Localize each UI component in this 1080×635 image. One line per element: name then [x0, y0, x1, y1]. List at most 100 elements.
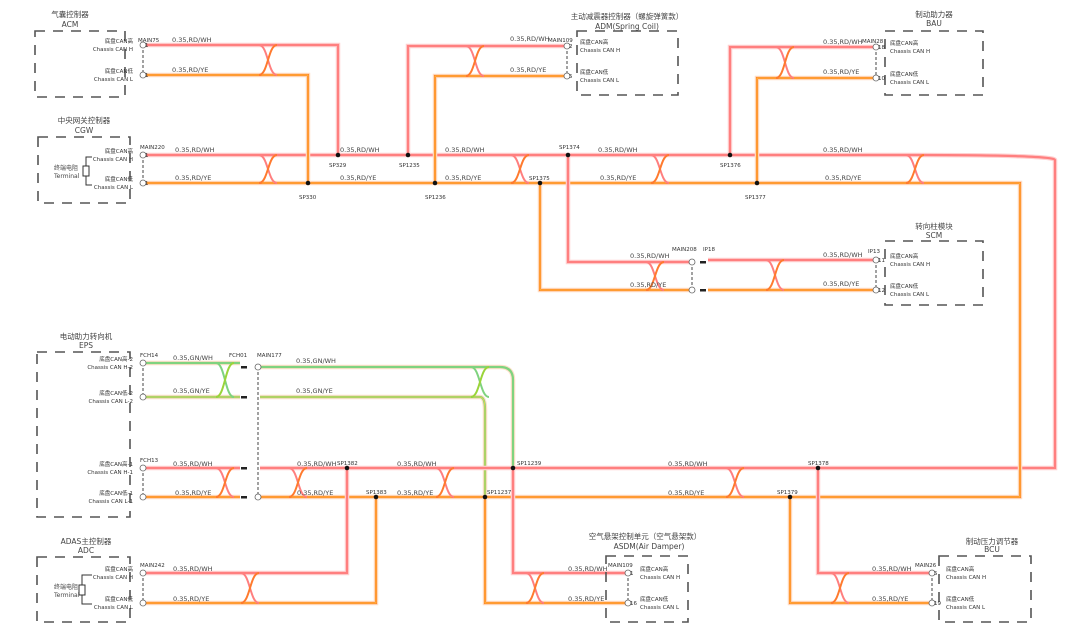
connector-pin-icon[interactable]	[139, 41, 147, 49]
scm-branch-can-h[interactable]	[566, 155, 690, 264]
twist-pair-icon	[905, 154, 925, 184]
connector-pin-icon[interactable]	[563, 42, 571, 50]
splice-point-sp1376[interactable]	[727, 152, 733, 158]
connector-pin-icon[interactable]	[139, 151, 147, 159]
cgw-terminal-resistor	[82, 156, 92, 186]
eps-can-l2[interactable]	[260, 395, 487, 497]
connector-pin-icon[interactable]	[254, 493, 262, 501]
cgw-can-l: Chassis CAN L	[94, 185, 134, 191]
connector-pin-icon[interactable]	[928, 599, 936, 607]
scm-branch-can-l[interactable]	[538, 183, 690, 292]
splice-point-sp11237[interactable]	[482, 494, 488, 500]
bcu-can-l[interactable]	[788, 497, 930, 605]
acm-connector-pin-number: 1	[145, 73, 149, 79]
adc-can-h-cn: 底盘CAN高	[105, 565, 134, 573]
adm-can-h-halo	[405, 43, 565, 155]
connector-mate-icon	[241, 467, 247, 470]
connector-pin-icon[interactable]	[688, 286, 696, 294]
splice-point-sp1383[interactable]	[373, 494, 379, 500]
bau-can-h[interactable]	[728, 45, 874, 155]
twist-pair-icon	[258, 154, 278, 184]
connector-pin-icon[interactable]	[928, 569, 936, 577]
connector-pin-icon[interactable]	[872, 74, 880, 82]
adc-can-l[interactable]	[146, 497, 378, 605]
top-bus-can-l[interactable]	[146, 181, 1022, 499]
bau-can-l-stripe	[756, 77, 874, 183]
bau-can-l[interactable]	[755, 76, 874, 183]
connector-pin-icon[interactable]	[139, 359, 147, 367]
connector-pin-icon[interactable]	[872, 286, 880, 294]
splice-point-sp1236[interactable]	[432, 180, 438, 186]
splice-point-sp1374[interactable]	[565, 152, 571, 158]
bcu-can-l-cn: 底盘CAN低	[946, 595, 975, 603]
connector-pin-icon[interactable]	[139, 464, 147, 472]
asdm-title: ASDM(Air Damper)	[614, 542, 685, 551]
twist-pair-icon	[765, 259, 785, 291]
asdm-title-cn: 空气悬架控制单元（空气悬架款）	[589, 531, 702, 541]
wire-labels-layer: 0.35,RD/WH0.35,RD/YE0.35,RD/WH0.35,RD/YE…	[172, 35, 912, 603]
wire-spec-label: 0.35,RD/YE	[823, 68, 859, 76]
asdm-can-h: Chassis CAN H	[640, 575, 680, 581]
asdm-can-l-stripe	[484, 497, 626, 604]
adm-can-h[interactable]	[406, 44, 565, 155]
bcu-can-h[interactable]	[816, 468, 930, 575]
wire-spec-label: 0.35,RD/WH	[823, 38, 863, 46]
splice-point-sp329[interactable]	[335, 152, 341, 158]
bau-can-h: Chassis CAN H	[890, 49, 930, 55]
connector-pin-icon[interactable]	[139, 569, 147, 577]
acm-can-l[interactable]	[146, 73, 310, 183]
eps1-can-h-cn: 底盘CAN高-1	[99, 460, 133, 468]
ip18-label: IP18	[703, 247, 715, 253]
adm-can-l-stripe	[434, 75, 565, 183]
adm-connector-pin-number: 2	[569, 44, 573, 50]
wire-spec-label: 0.35,RD/WH	[823, 251, 863, 259]
wire-spec-label: 0.35,GN/WH	[296, 357, 336, 365]
connector-pin-icon[interactable]	[139, 493, 147, 501]
bau-can-h-halo	[727, 44, 874, 155]
acm-can-h[interactable]	[146, 43, 340, 155]
wire-spec-label: 0.35,GN/WH	[173, 354, 213, 362]
adm-connector-pin-number: 5	[569, 74, 573, 80]
asdm-connector-label: MAIN109	[608, 563, 633, 569]
splice-point-sp1379[interactable]	[787, 494, 793, 500]
scm-title-cn: 转向柱模块	[915, 221, 953, 231]
connector-pin-icon[interactable]	[688, 258, 696, 266]
acm-can-h-cn: 底盘CAN高	[105, 37, 134, 45]
connector-pin-icon[interactable]	[254, 363, 262, 371]
fch13-connector-label: FCH13	[140, 458, 159, 464]
splice-point-sp1377[interactable]	[754, 180, 760, 186]
splice-label-sp1376: SP1376	[720, 163, 741, 169]
acm-connector-label: MAIN75	[138, 38, 160, 44]
connector-pin-icon[interactable]	[139, 599, 147, 607]
asdm-can-h[interactable]	[511, 468, 626, 575]
twist-pair-icon	[525, 572, 545, 604]
connector-pin-icon[interactable]	[139, 71, 147, 79]
connector-pin-icon[interactable]	[872, 256, 880, 264]
adm-can-l[interactable]	[433, 74, 565, 183]
adc-can-h[interactable]	[146, 468, 349, 575]
connectors-layer: 11MAIN7511MAIN22025MAIN1091810MAIN281112…	[138, 38, 941, 607]
connector-pin-icon[interactable]	[624, 599, 632, 607]
connector-pin-icon[interactable]	[139, 393, 147, 401]
eps-can-h2[interactable]	[260, 365, 515, 468]
adc-title-cn: ADAS主控制器	[61, 536, 112, 546]
adm-can-h: Chassis CAN H	[580, 48, 620, 54]
connector-pin-icon[interactable]	[624, 569, 632, 577]
wires-layer	[146, 42, 1058, 606]
acm-can-l-stripe	[146, 74, 309, 183]
connector-pin-icon[interactable]	[139, 179, 147, 187]
splice-point-sp1235[interactable]	[405, 152, 411, 158]
top-bus-can-h[interactable]	[146, 153, 1057, 470]
eps-can-h2-halo	[260, 364, 516, 468]
cgw-title: CGW	[75, 126, 94, 135]
splice-point-sp1382[interactable]	[344, 465, 350, 471]
splice-point-sp330[interactable]	[305, 180, 311, 186]
splice-point-sp1375[interactable]	[537, 180, 543, 186]
splice-point-sp11239[interactable]	[510, 465, 516, 471]
asdm-can-l[interactable]	[483, 497, 626, 605]
splice-point-sp1378[interactable]	[815, 465, 821, 471]
connector-pin-icon[interactable]	[563, 72, 571, 80]
acm-can-l-halo	[146, 72, 311, 183]
connector-pin-icon[interactable]	[872, 43, 880, 51]
